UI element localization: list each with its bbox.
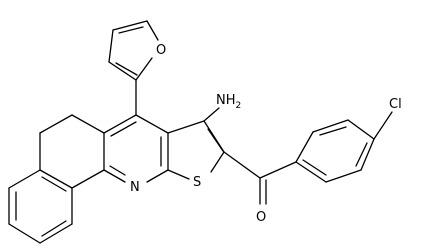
pyridine-nitrogen-label: N [130, 180, 140, 195]
chlorine-label: Cl [389, 97, 402, 112]
pyridine-ring [103, 114, 169, 183]
furan-oxygen-label: O [156, 43, 166, 58]
ketone-oxygen-label: O [256, 210, 266, 225]
amino-label: NH2 [216, 93, 241, 111]
thiophene-sulfur-label: S [193, 175, 201, 190]
amino-subscript: 2 [236, 101, 242, 111]
amino-bond [203, 107, 220, 122]
furan-ring [108, 20, 159, 116]
benzo-ring [8, 169, 73, 244]
thiophene-ring [167, 120, 225, 180]
chlorophenyl-ring [295, 111, 393, 183]
carbonyl-group [223, 151, 297, 205]
amino-text: NH [216, 93, 236, 108]
dihydro-ring [39, 114, 105, 189]
